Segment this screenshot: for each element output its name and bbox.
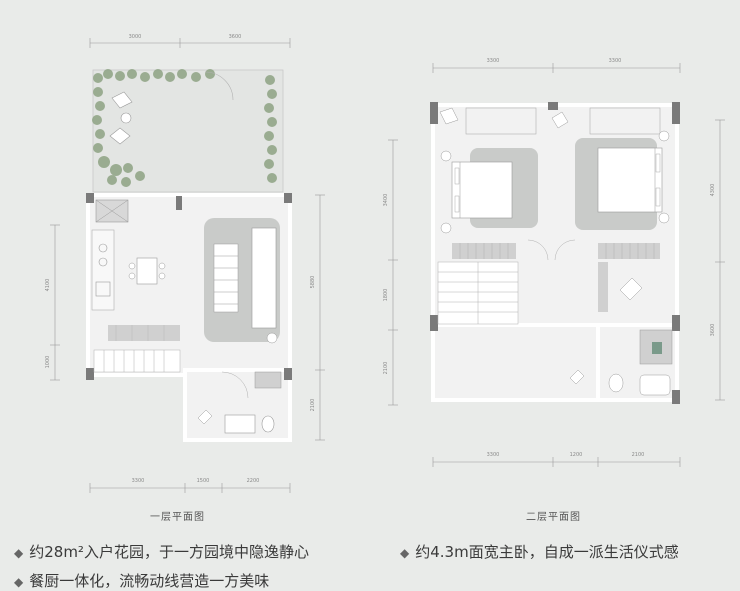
diamond-bullet-icon: ◆ <box>14 575 24 589</box>
balcony-right <box>589 107 661 135</box>
second-floor-top-dimensions <box>432 63 681 73</box>
first-floor-chair <box>197 409 213 425</box>
garden-lounge-chairs <box>109 91 133 145</box>
first-floor-storage-wall <box>108 325 180 341</box>
shower-area <box>619 277 643 301</box>
first-left-dim-1: 4100 <box>45 279 51 292</box>
bedroom1-bed <box>451 161 513 219</box>
first-right-dim-2: 2100 <box>310 399 316 412</box>
second-left-dim-3: 2100 <box>383 362 389 375</box>
first-floor-caption: 一层平面图 <box>150 512 205 523</box>
feature-text-2: 约4.3m面宽主卧，自成一派生活仪式感 <box>415 543 679 561</box>
first-floor-vanity <box>224 414 256 434</box>
feature-item-3: ◆ 餐厨一体化，流畅动线营造一方美味 <box>14 570 269 591</box>
second-left-dim-2: 1800 <box>383 289 389 302</box>
second-floor-lower-area <box>431 323 600 402</box>
kitchen-counter <box>91 229 115 311</box>
garden-door-swing <box>204 71 234 101</box>
first-bottom-dim-3: 2200 <box>247 478 260 484</box>
second-bottom-dim-2: 1200 <box>570 452 583 458</box>
second-floor-chair <box>569 369 585 385</box>
second-top-dim-1: 3300 <box>487 58 500 64</box>
feature-text-3: 餐厨一体化，流畅动线营造一方美味 <box>29 572 270 590</box>
balcony-left <box>465 107 537 135</box>
diamond-bullet-icon: ◆ <box>400 546 410 560</box>
first-floor-staircase <box>93 349 181 373</box>
first-right-dim-1: 5880 <box>310 276 316 289</box>
second-bottom-dim-1: 3300 <box>487 452 500 458</box>
second-top-dim-2: 3300 <box>609 58 622 64</box>
second-floor-plan: 3300 3300 3300 1200 2100 3400 1800 2100 <box>383 58 725 467</box>
first-bottom-dim-1: 3300 <box>132 478 145 484</box>
feature-text-1: 约28m²入户花园，于一方园境中隐逸静心 <box>29 543 309 561</box>
first-floor-left-dimensions <box>50 224 60 381</box>
first-floor-columns <box>86 193 292 380</box>
feature-item-2: ◆ 约4.3m面宽主卧，自成一派生活仪式感 <box>400 541 679 562</box>
first-left-dim-2: 1000 <box>45 356 51 369</box>
wardrobe-right <box>598 243 660 259</box>
garden-hedges <box>92 69 277 187</box>
first-floor-top-dimensions <box>89 38 291 48</box>
feature-item-1: ◆ 约28m²入户花园，于一方园境中隐逸静心 <box>14 541 309 562</box>
second-floor-columns <box>430 102 680 404</box>
wardrobe-left <box>452 243 516 259</box>
coffee-table <box>213 243 239 313</box>
second-floor-staircase <box>437 261 519 325</box>
second-floor-left-dimensions <box>388 139 398 406</box>
second-right-dim-2: 3600 <box>710 324 716 337</box>
first-floor-bottom-dimensions <box>89 483 291 493</box>
second-floor-toilet <box>608 373 624 393</box>
living-sofa <box>251 227 277 329</box>
second-floor-bottom-dimensions <box>432 457 681 467</box>
master-bedroom-bed <box>597 147 663 213</box>
second-floor-bath-tub <box>639 374 671 396</box>
first-bottom-dim-2: 1500 <box>197 478 210 484</box>
second-left-dim-1: 3400 <box>383 194 389 207</box>
second-floor-right-dimensions <box>715 119 725 401</box>
first-top-dim-1: 3000 <box>129 34 142 40</box>
second-floor-caption: 二层平面图 <box>526 512 581 523</box>
dining-table <box>128 257 166 285</box>
wardrobe-right-side <box>598 262 608 312</box>
first-floor-toilet <box>261 415 275 433</box>
first-top-dim-2: 3600 <box>229 34 242 40</box>
diamond-bullet-icon: ◆ <box>14 546 24 560</box>
second-bottom-dim-3: 2100 <box>632 452 645 458</box>
first-floor-right-dimensions <box>315 194 325 441</box>
second-right-dim-1: 4300 <box>710 184 716 197</box>
first-floor-washbasin <box>254 371 282 389</box>
first-floor-plan: 3000 3600 3300 1500 2200 4100 1000 <box>45 34 325 493</box>
